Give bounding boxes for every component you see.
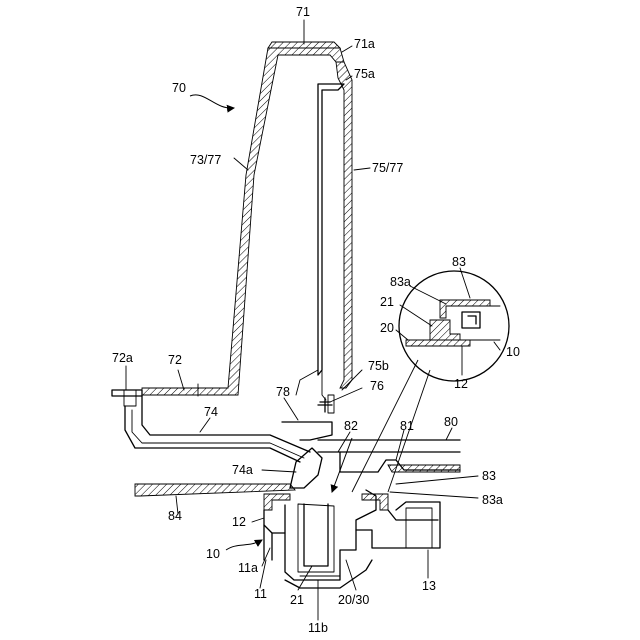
label-11: 11: [254, 587, 267, 601]
label-20-inset: 20: [380, 321, 394, 335]
pipe-13: [356, 502, 440, 548]
seal-cap: [264, 494, 290, 510]
tank-outer-wall: [142, 48, 344, 395]
label-70: 70: [172, 81, 186, 95]
label-12-inset: 12: [454, 377, 468, 391]
label-74a: 74a: [232, 463, 253, 477]
floor-80: [388, 465, 460, 472]
arrow-70: [190, 95, 234, 108]
fastener-bracket: [328, 395, 334, 413]
toilet-drain-cylinder: [285, 490, 376, 580]
label-83a: 83a: [482, 493, 503, 507]
label-83: 83: [482, 469, 496, 483]
label-13: 13: [422, 579, 436, 593]
label-76: 76: [370, 379, 384, 393]
label-80: 80: [444, 415, 458, 429]
seal-cap-right: [362, 494, 388, 510]
inset-tail: [470, 306, 500, 340]
base-72a-block: [124, 390, 136, 406]
label-71: 71: [296, 5, 310, 19]
tank-inner-liner: [318, 84, 344, 375]
toilet-base-11a: [264, 525, 272, 560]
label-11a: 11a: [238, 561, 258, 575]
label-83a-inset: 83a: [390, 275, 411, 289]
toilet-inner-tube: [304, 504, 328, 566]
inset-part-21: [430, 320, 460, 340]
tank-front-wall: [336, 62, 352, 388]
label-72a: 72a: [112, 351, 133, 365]
tank-inner-liner-body: [296, 84, 318, 395]
label-82: 82: [344, 419, 358, 433]
base-72: [112, 390, 142, 396]
label-83-inset: 83: [452, 255, 466, 269]
toilet-flange: [264, 510, 438, 533]
label-21: 21: [290, 593, 304, 607]
bracket-78: [282, 422, 332, 440]
label-75-77: 75/77: [372, 161, 403, 175]
label-10: 10: [206, 547, 220, 561]
label-10-inset: 10: [506, 345, 520, 359]
tank-inner-partition: [322, 370, 326, 400]
inset-part-12: [462, 312, 480, 328]
label-11b: 11b: [308, 621, 328, 635]
label-21-inset: 21: [380, 295, 394, 309]
inset-part-20: [406, 340, 470, 346]
label-75b: 75b: [368, 359, 389, 373]
label-74: 74: [204, 405, 218, 419]
pipe-13-inner: [406, 508, 432, 548]
label-71a: 71a: [354, 37, 375, 51]
label-20-30: 20/30: [338, 593, 369, 607]
arrow-10: [226, 540, 262, 550]
label-73-77: 73/77: [190, 153, 221, 167]
pipe-74-inner: [132, 410, 304, 458]
label-78: 78: [276, 385, 290, 399]
inset-part-83: [440, 300, 490, 318]
pipe-74-upper: [142, 396, 310, 452]
label-75a: 75a: [354, 67, 375, 81]
label-72: 72: [168, 353, 182, 367]
label-12: 12: [232, 515, 246, 529]
label-84: 84: [168, 509, 182, 523]
label-81: 81: [400, 419, 414, 433]
fastener-76: [318, 398, 332, 412]
